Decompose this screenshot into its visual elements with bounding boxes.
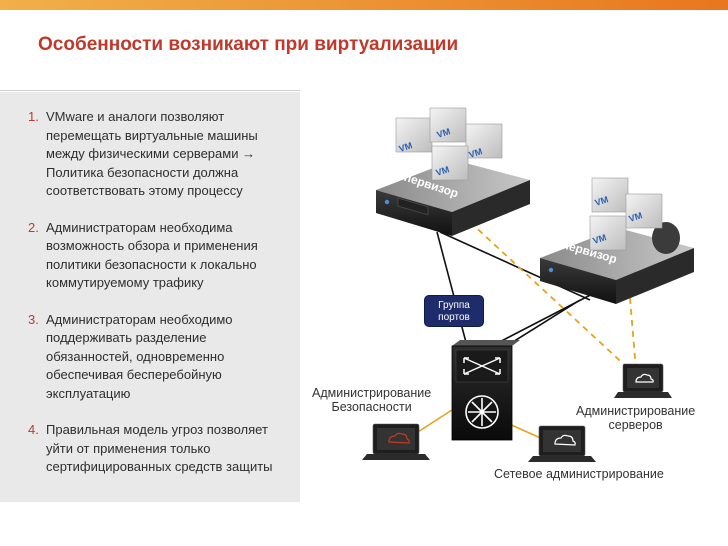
- vm-label: VM: [435, 164, 451, 178]
- vm-box: [465, 123, 503, 159]
- server-2-side-disc: [652, 222, 680, 254]
- vm-box: [429, 107, 467, 143]
- list-item: 3. Администраторам необходимо поддержива…: [28, 311, 296, 404]
- features-list: 1. VMware и аналоги позволяют перемещать…: [28, 108, 296, 495]
- dashed-link-server1-admin: [469, 221, 631, 371]
- network-admin-label: Сетевое администрирование: [494, 467, 664, 481]
- vm-label: VM: [436, 126, 452, 140]
- server-1: [376, 160, 530, 236]
- server-2: [540, 222, 694, 304]
- port-group-label: Группа портов: [438, 300, 470, 323]
- divider: [0, 90, 300, 91]
- vm-label: VM: [592, 232, 608, 246]
- vm-group-2: [589, 177, 663, 251]
- page-title: Особенности возникают при виртуализации: [38, 34, 459, 55]
- security-admin-label: Администрирование Безопасности: [312, 386, 432, 414]
- link-server1-switch: [436, 231, 469, 351]
- vm-label: VM: [398, 140, 414, 154]
- switch-star-icon: [465, 395, 499, 429]
- vm-box: [431, 145, 469, 181]
- network-admin-laptop: [528, 425, 596, 462]
- list-number: 4.: [28, 422, 39, 437]
- dashed-link-server2-admin: [629, 297, 637, 371]
- list-number: 2.: [28, 219, 39, 235]
- features-panel: [0, 92, 300, 502]
- list-item-text: Администраторам необходима возможность о…: [46, 219, 258, 291]
- link-server1-server2: [439, 231, 591, 301]
- server-admin-label: Администрирование серверов: [576, 404, 696, 432]
- list-item-text: Администраторам необходимо поддерживать …: [46, 311, 233, 401]
- vm-label: VM: [594, 194, 610, 208]
- vm-label: VM: [468, 146, 484, 160]
- vm-label: VM: [628, 210, 644, 224]
- top-accent-bar: [0, 0, 728, 10]
- port-group-badge: Группа портов: [424, 295, 484, 327]
- vm-box: [395, 117, 433, 153]
- list-item-text: Правильная модель угроз позволяет уйти о…: [46, 422, 273, 474]
- list-item-text: VMware и аналоги позволяют перемещать ви…: [46, 109, 258, 198]
- list-number: 1.: [28, 109, 39, 124]
- list-item: 2. Администраторам необходима возможност…: [28, 219, 296, 293]
- vm-group-1: [395, 107, 503, 181]
- vm-box: [591, 177, 629, 213]
- security-admin-laptop: [362, 423, 430, 460]
- list-number: 3.: [28, 311, 39, 327]
- list-item: 4. Правильная модель угроз позволяет уйт…: [28, 421, 296, 477]
- server-admin-laptop: [614, 363, 672, 398]
- switch-device: [451, 340, 520, 441]
- network-diagram: Гипервизор VM VM VM VM Гипервизор VM VM …: [362, 107, 694, 462]
- list-item: 1. VMware и аналоги позволяют перемещать…: [28, 108, 296, 201]
- vm-box: [625, 193, 663, 229]
- vm-box: [589, 215, 627, 251]
